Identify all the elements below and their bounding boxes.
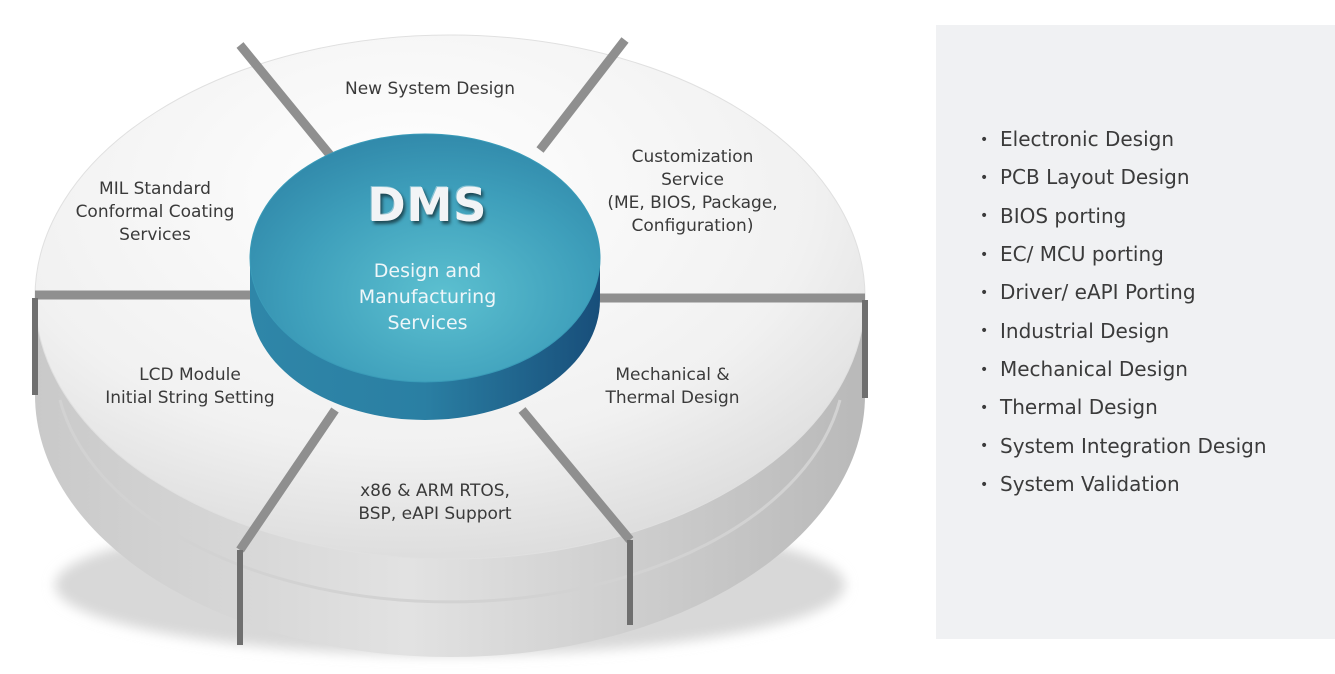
service-label: PCB Layout Design [1000, 165, 1190, 190]
list-item: • Mechanical Design [980, 351, 1267, 389]
services-panel: • Electronic Design • PCB Layout Design • B… [936, 25, 1335, 639]
service-label: Thermal Design [1000, 395, 1158, 420]
hub-title: DMS [367, 178, 488, 232]
bullet-icon: • [980, 361, 989, 378]
bullet-icon: • [980, 476, 989, 493]
dms-ring-diagram: DMS Design and Manufacturing Services Ne… [32, 34, 868, 657]
segment-label-lcd-module: LCD Module Initial String Setting [105, 365, 275, 409]
bullet-icon: • [980, 169, 989, 186]
list-item: • Industrial Design [980, 313, 1267, 351]
list-item: • Thermal Design [980, 389, 1267, 427]
hub-top [249, 133, 601, 383]
service-label: BIOS porting [1000, 203, 1127, 228]
segment-label-customization-service: Customization Service (ME, BIOS, Package… [607, 147, 778, 237]
service-label: Mechanical Design [1000, 357, 1188, 382]
list-item: • System Integration Design [980, 428, 1267, 466]
list-item: • Driver/ eAPI Porting [980, 274, 1267, 312]
service-label: EC/ MCU porting [1000, 242, 1164, 267]
segment-label-mil-standard: MIL Standard Conformal Coating Services [75, 179, 235, 246]
services-list: • Electronic Design • PCB Layout Design • B… [980, 121, 1267, 504]
list-item: • Electronic Design [980, 121, 1267, 159]
segment-label-rtos-bsp: x86 & ARM RTOS, BSP, eAPI Support [358, 481, 512, 525]
segment-label-new-system-design: New System Design [345, 79, 515, 99]
bullet-icon: • [980, 208, 989, 225]
bullet-icon: • [980, 323, 989, 340]
ring-graphic [32, 34, 868, 657]
list-item: • System Validation [980, 466, 1267, 504]
service-label: Industrial Design [1000, 318, 1170, 343]
list-item: • BIOS porting [980, 198, 1267, 236]
ring-lower-band [58, 399, 842, 604]
bullet-icon: • [980, 131, 989, 148]
service-label: System Integration Design [1000, 433, 1267, 458]
segment-dividers [35, 37, 865, 553]
segment-label-mechanical-thermal: Mechanical & Thermal Design [605, 365, 740, 409]
service-label: Driver/ eAPI Porting [1000, 280, 1196, 305]
bullet-icon: • [980, 246, 989, 263]
hub-subtitle: Design and Manufacturing Services [358, 260, 497, 335]
list-item: • PCB Layout Design [980, 159, 1267, 197]
bullet-icon: • [980, 285, 989, 302]
service-label: Electronic Design [1000, 127, 1174, 151]
service-label: System Validation [1000, 472, 1180, 497]
bullet-icon: • [980, 400, 989, 417]
bullet-icon: • [980, 438, 989, 455]
segment-divider-depth [32, 298, 868, 645]
list-item: • EC/ MCU porting [980, 236, 1267, 274]
